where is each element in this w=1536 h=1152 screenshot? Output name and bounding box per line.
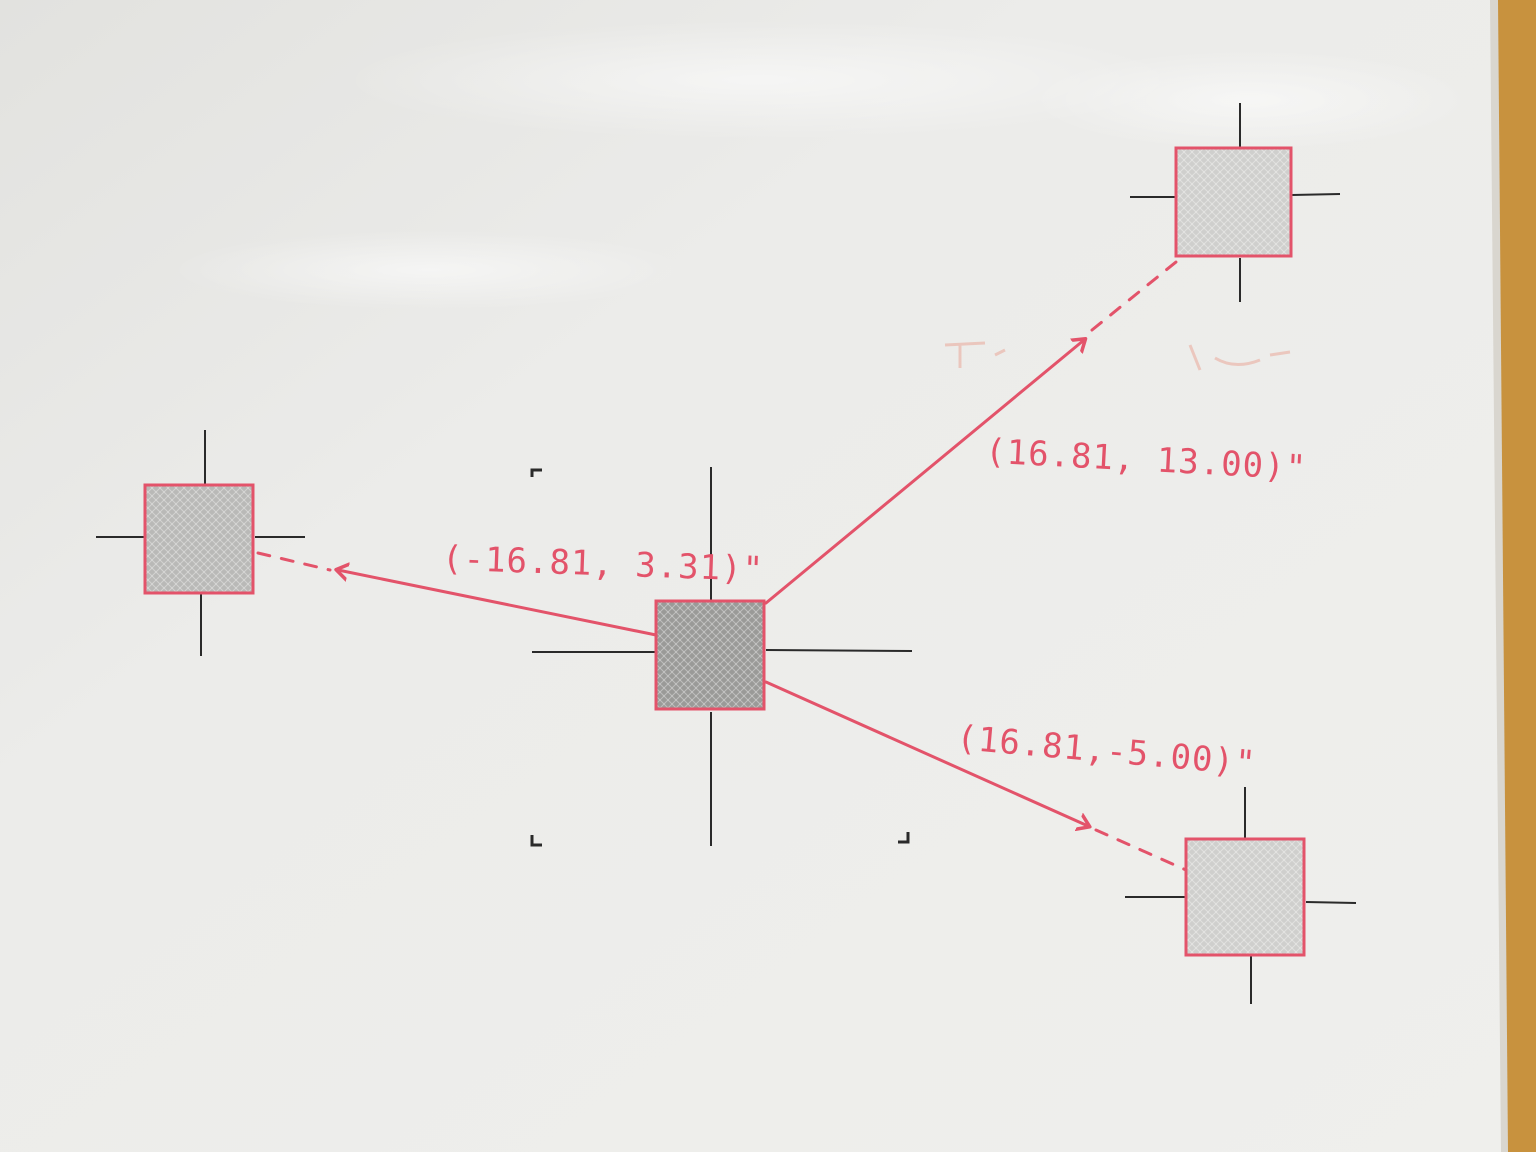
vector-left-arrow bbox=[338, 570, 658, 637]
upper-right-offset-square bbox=[1130, 103, 1341, 302]
corner-mark-bottom-right bbox=[898, 832, 910, 844]
erased-marks bbox=[944, 341, 1291, 371]
corner-mark-top-left bbox=[530, 468, 542, 477]
board-glare bbox=[1030, 50, 1470, 150]
left-offset-square bbox=[96, 430, 305, 656]
corner-mark-bottom-left bbox=[530, 835, 542, 847]
vector-upper-right-dashed-extension bbox=[1090, 260, 1178, 332]
lower-right-offset-square bbox=[1125, 787, 1357, 1004]
board-glare bbox=[340, 20, 1180, 140]
vector-lower-right-arrow bbox=[764, 680, 1088, 826]
vector-left bbox=[256, 551, 658, 637]
vector-lower-right-dashed-extension bbox=[1094, 828, 1188, 872]
board-frame-edge bbox=[1490, 0, 1508, 1152]
vector-lower-right bbox=[764, 680, 1188, 872]
board-glare bbox=[170, 230, 690, 310]
center-square bbox=[654, 599, 766, 711]
vector-upper-right-arrow bbox=[764, 340, 1084, 605]
board-frame bbox=[1496, 0, 1536, 1152]
center-crosshair bbox=[532, 467, 913, 846]
vector-left-dashed-extension bbox=[256, 551, 332, 572]
corner-marks bbox=[530, 468, 910, 847]
vector-upper-right bbox=[764, 260, 1178, 605]
